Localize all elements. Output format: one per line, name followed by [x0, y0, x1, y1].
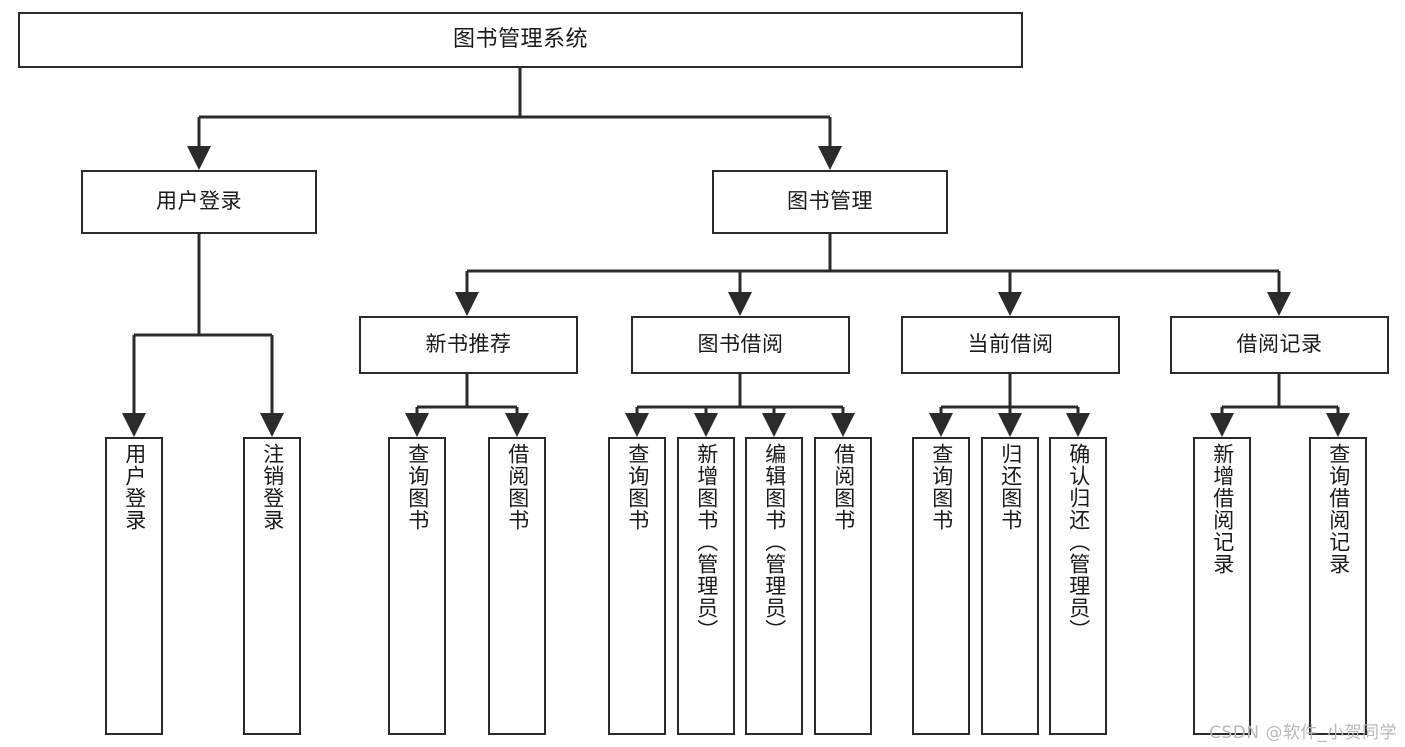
- node-label: 查询借阅记录: [1326, 443, 1351, 575]
- node-label: 查询图书: [625, 443, 650, 531]
- node-label: 新增借阅记录: [1210, 443, 1235, 575]
- node-label: 借阅记录: [1236, 332, 1323, 357]
- node-book-borrow[interactable]: 图书借阅: [631, 316, 850, 374]
- node-new-book-recommend[interactable]: 新书推荐: [359, 316, 578, 374]
- node-label: 注销登录: [260, 443, 285, 531]
- node-label: 图书借阅: [697, 332, 784, 357]
- node-leaf-edit-book[interactable]: 编辑图书（管理员）: [745, 437, 803, 735]
- node-leaf-return-book[interactable]: 归还图书: [981, 437, 1039, 735]
- node-label: 借阅图书: [505, 443, 530, 531]
- node-label: 新书推荐: [425, 332, 512, 357]
- node-label: 图书管理: [787, 189, 873, 214]
- node-book-management[interactable]: 图书管理: [712, 170, 948, 234]
- node-leaf-user-login[interactable]: 用户登录: [105, 437, 163, 735]
- node-leaf-query-borrow-record[interactable]: 查询借阅记录: [1309, 437, 1367, 735]
- node-current-borrow[interactable]: 当前借阅: [901, 316, 1120, 374]
- node-label: 确认归还（管理员）: [1066, 443, 1091, 641]
- node-label: 用户登录: [156, 189, 242, 214]
- node-leaf-logout-login[interactable]: 注销登录: [243, 437, 301, 735]
- node-leaf-borrow-book-2[interactable]: 借阅图书: [814, 437, 872, 735]
- node-label: 用户登录: [122, 443, 147, 531]
- node-label: 查询图书: [929, 443, 954, 531]
- node-label: 图书管理系统: [452, 26, 588, 52]
- node-user-login[interactable]: 用户登录: [81, 170, 317, 234]
- watermark: CSDN @软件_小贺同学: [1209, 723, 1397, 743]
- node-leaf-add-borrow-record[interactable]: 新增借阅记录: [1193, 437, 1251, 735]
- node-leaf-query-book-3[interactable]: 查询图书: [912, 437, 970, 735]
- node-book-management-system[interactable]: 图书管理系统: [18, 12, 1023, 68]
- node-leaf-query-book-1[interactable]: 查询图书: [388, 437, 446, 735]
- node-borrow-record[interactable]: 借阅记录: [1170, 316, 1389, 374]
- node-leaf-borrow-book-1[interactable]: 借阅图书: [488, 437, 546, 735]
- node-label: 归还图书: [998, 443, 1023, 531]
- node-label: 新增图书（管理员）: [694, 443, 719, 641]
- node-label: 借阅图书: [831, 443, 856, 531]
- node-label: 编辑图书（管理员）: [762, 443, 787, 641]
- node-label: 当前借阅: [967, 332, 1054, 357]
- node-leaf-add-book[interactable]: 新增图书（管理员）: [677, 437, 735, 735]
- node-label: 查询图书: [405, 443, 430, 531]
- node-leaf-confirm-return[interactable]: 确认归还（管理员）: [1049, 437, 1107, 735]
- node-leaf-query-book-2[interactable]: 查询图书: [608, 437, 666, 735]
